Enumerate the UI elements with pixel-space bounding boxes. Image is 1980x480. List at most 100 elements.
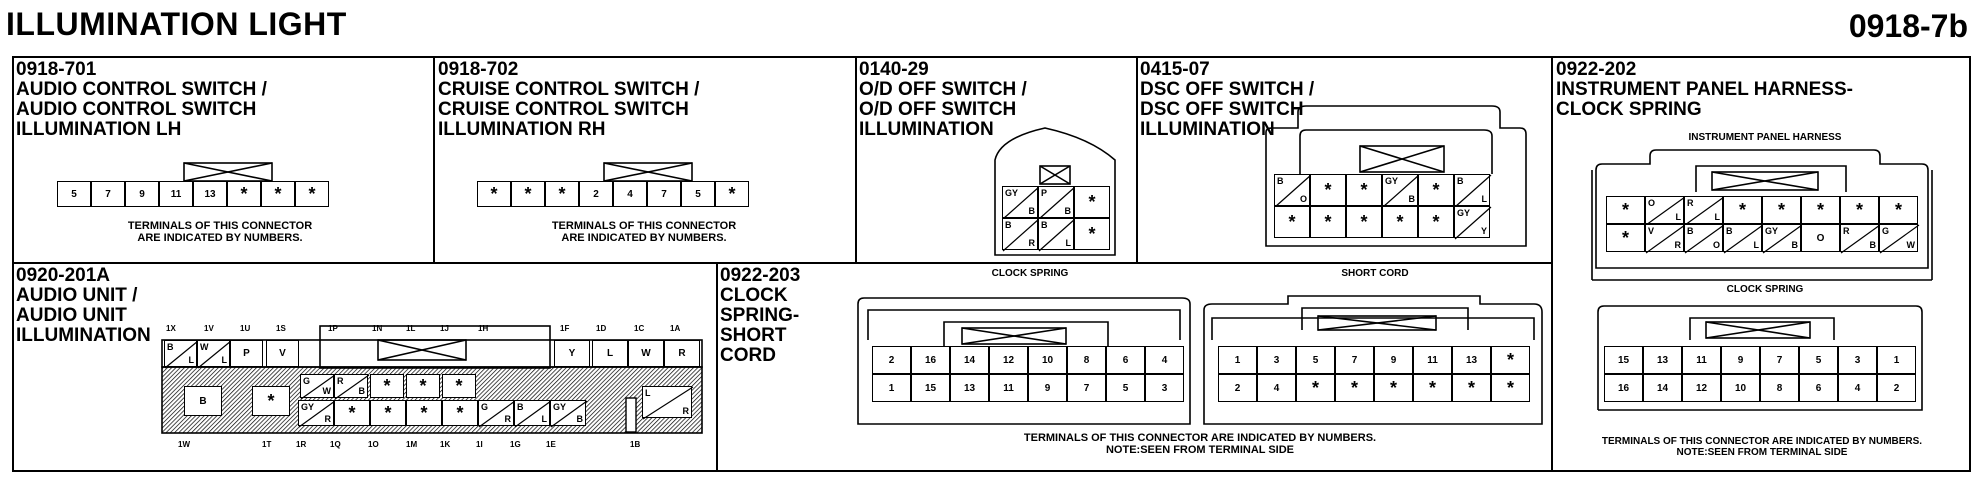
terminal-922203-cs-r2-2: 13 xyxy=(950,374,989,402)
page-title: ILLUMINATION LIGHT xyxy=(6,6,347,42)
terminal-701-3: 11 xyxy=(159,181,193,207)
terminal-922202-cs-r1-5: 5 xyxy=(1799,346,1838,374)
terminal-702-0: * xyxy=(477,181,511,207)
terminal-922203-sc-r1-7: * xyxy=(1491,346,1530,374)
pin-label-top-9: 1F xyxy=(560,324,570,333)
terminal-701-1: 7 xyxy=(91,181,125,207)
terminal-701-6: * xyxy=(261,181,295,207)
note-0918-701: TERMINALS OF THIS CONNECTOR ARE INDICATE… xyxy=(127,220,313,244)
terminal-922202-cs-r2-3: 10 xyxy=(1721,374,1760,402)
panel-0922-203 xyxy=(716,262,1553,472)
terminal-702-3: 2 xyxy=(579,181,613,207)
terminal-702-6: 5 xyxy=(681,181,715,207)
terminal-922202-ip-r1-0: * xyxy=(1606,196,1645,224)
terminal-922202-ip-r1-6: * xyxy=(1840,196,1879,224)
terminal-702-4: 4 xyxy=(613,181,647,207)
terminal-922203-cs-r2-1: 15 xyxy=(911,374,950,402)
terminal-922203-sc-r2-7: * xyxy=(1491,374,1530,402)
terminal-922202-cs-r1-3: 9 xyxy=(1721,346,1760,374)
pin-label-top-2: 1U xyxy=(240,324,251,333)
terminal-702-7: * xyxy=(715,181,749,207)
terminal-702-2: * xyxy=(545,181,579,207)
terminal-922203-sc-r2-6: * xyxy=(1452,374,1491,402)
label-clock-spring-202: CLOCK SPRING xyxy=(1726,284,1804,295)
terminal-922203-sc-r2-1: 4 xyxy=(1257,374,1296,402)
terminal-922203-sc-r1-6: 13 xyxy=(1452,346,1491,374)
pin-label-top-4: 1P xyxy=(328,324,338,333)
note-0922-202: TERMINALS OF THIS CONNECTOR ARE INDICATE… xyxy=(1601,436,1923,458)
pin-label-top-1: 1V xyxy=(204,324,214,333)
terminal-922203-cs-r1-2: 14 xyxy=(950,346,989,374)
pin-label-bottom-3: 1Q xyxy=(330,440,341,449)
terminal-922202-ip-r1-3: * xyxy=(1723,196,1762,224)
terminal-920201-r3-4: * xyxy=(442,400,478,426)
terminal-922203-cs-r1-4: 10 xyxy=(1028,346,1067,374)
terminal-922202-cs-r1-4: 7 xyxy=(1760,346,1799,374)
terminal-922203-cs-r1-7: 4 xyxy=(1145,346,1184,374)
terminal-922203-cs-r2-7: 3 xyxy=(1145,374,1184,402)
terminal-922202-cs-r1-2: 11 xyxy=(1682,346,1721,374)
page-code: 0918-7b xyxy=(1848,8,1968,44)
terminal-922202-cs-r1-6: 3 xyxy=(1838,346,1877,374)
terminal-922203-cs-r2-5: 7 xyxy=(1067,374,1106,402)
terminal-922203-sc-r1-4: 9 xyxy=(1374,346,1413,374)
pin-label-bottom-6: 1K xyxy=(440,440,451,449)
terminal-922203-sc-r2-3: * xyxy=(1335,374,1374,402)
pin-label-top-8: 1H xyxy=(478,324,489,333)
note-0918-702: TERMINALS OF THIS CONNECTOR ARE INDICATE… xyxy=(551,220,737,244)
terminal-920201-r3-2: * xyxy=(370,400,406,426)
pin-label-top-11: 1C xyxy=(634,324,645,333)
terminal-920201-r1-4: Y xyxy=(554,340,590,367)
terminal-922203-sc-r2-2: * xyxy=(1296,374,1335,402)
terminal-922202-cs-r2-2: 12 xyxy=(1682,374,1721,402)
terminal-701-7: * xyxy=(295,181,329,207)
terminal-920201-r2-3: * xyxy=(406,374,440,398)
label-short-cord: SHORT CORD xyxy=(1341,268,1409,279)
terminal-922202-cs-r2-1: 14 xyxy=(1643,374,1682,402)
terminal-920201-big-b: B xyxy=(184,386,222,416)
terminal-922203-cs-r1-6: 6 xyxy=(1106,346,1145,374)
terminal-922202-cs-r1-7: 1 xyxy=(1877,346,1916,374)
pin-label-bottom-4: 1O xyxy=(368,440,379,449)
terminal-922202-cs-r2-0: 16 xyxy=(1604,374,1643,402)
pin-label-top-10: 1D xyxy=(596,324,607,333)
terminal-922203-cs-r2-4: 9 xyxy=(1028,374,1067,402)
terminal-701-4: 13 xyxy=(193,181,227,207)
terminal-922203-sc-r1-1: 3 xyxy=(1257,346,1296,374)
terminal-922203-cs-r1-3: 12 xyxy=(989,346,1028,374)
terminal-014029-a2: * xyxy=(1074,186,1110,218)
terminal-922202-cs-r2-6: 4 xyxy=(1838,374,1877,402)
label-ip-harness: INSTRUMENT PANEL HARNESS xyxy=(1688,132,1842,143)
terminal-922202-ip-r2-5: O xyxy=(1801,224,1840,252)
terminal-920201-r1-5: L xyxy=(592,340,628,367)
pin-label-top-5: 1N xyxy=(372,324,383,333)
terminal-041507-r2-2: * xyxy=(1346,206,1382,238)
pin-label-bottom-5: 1M xyxy=(406,440,418,449)
terminal-041507-r1-2: * xyxy=(1346,174,1382,206)
terminal-922203-cs-r2-3: 11 xyxy=(989,374,1028,402)
terminal-014029-b5: * xyxy=(1074,218,1110,250)
terminal-702-1: * xyxy=(511,181,545,207)
